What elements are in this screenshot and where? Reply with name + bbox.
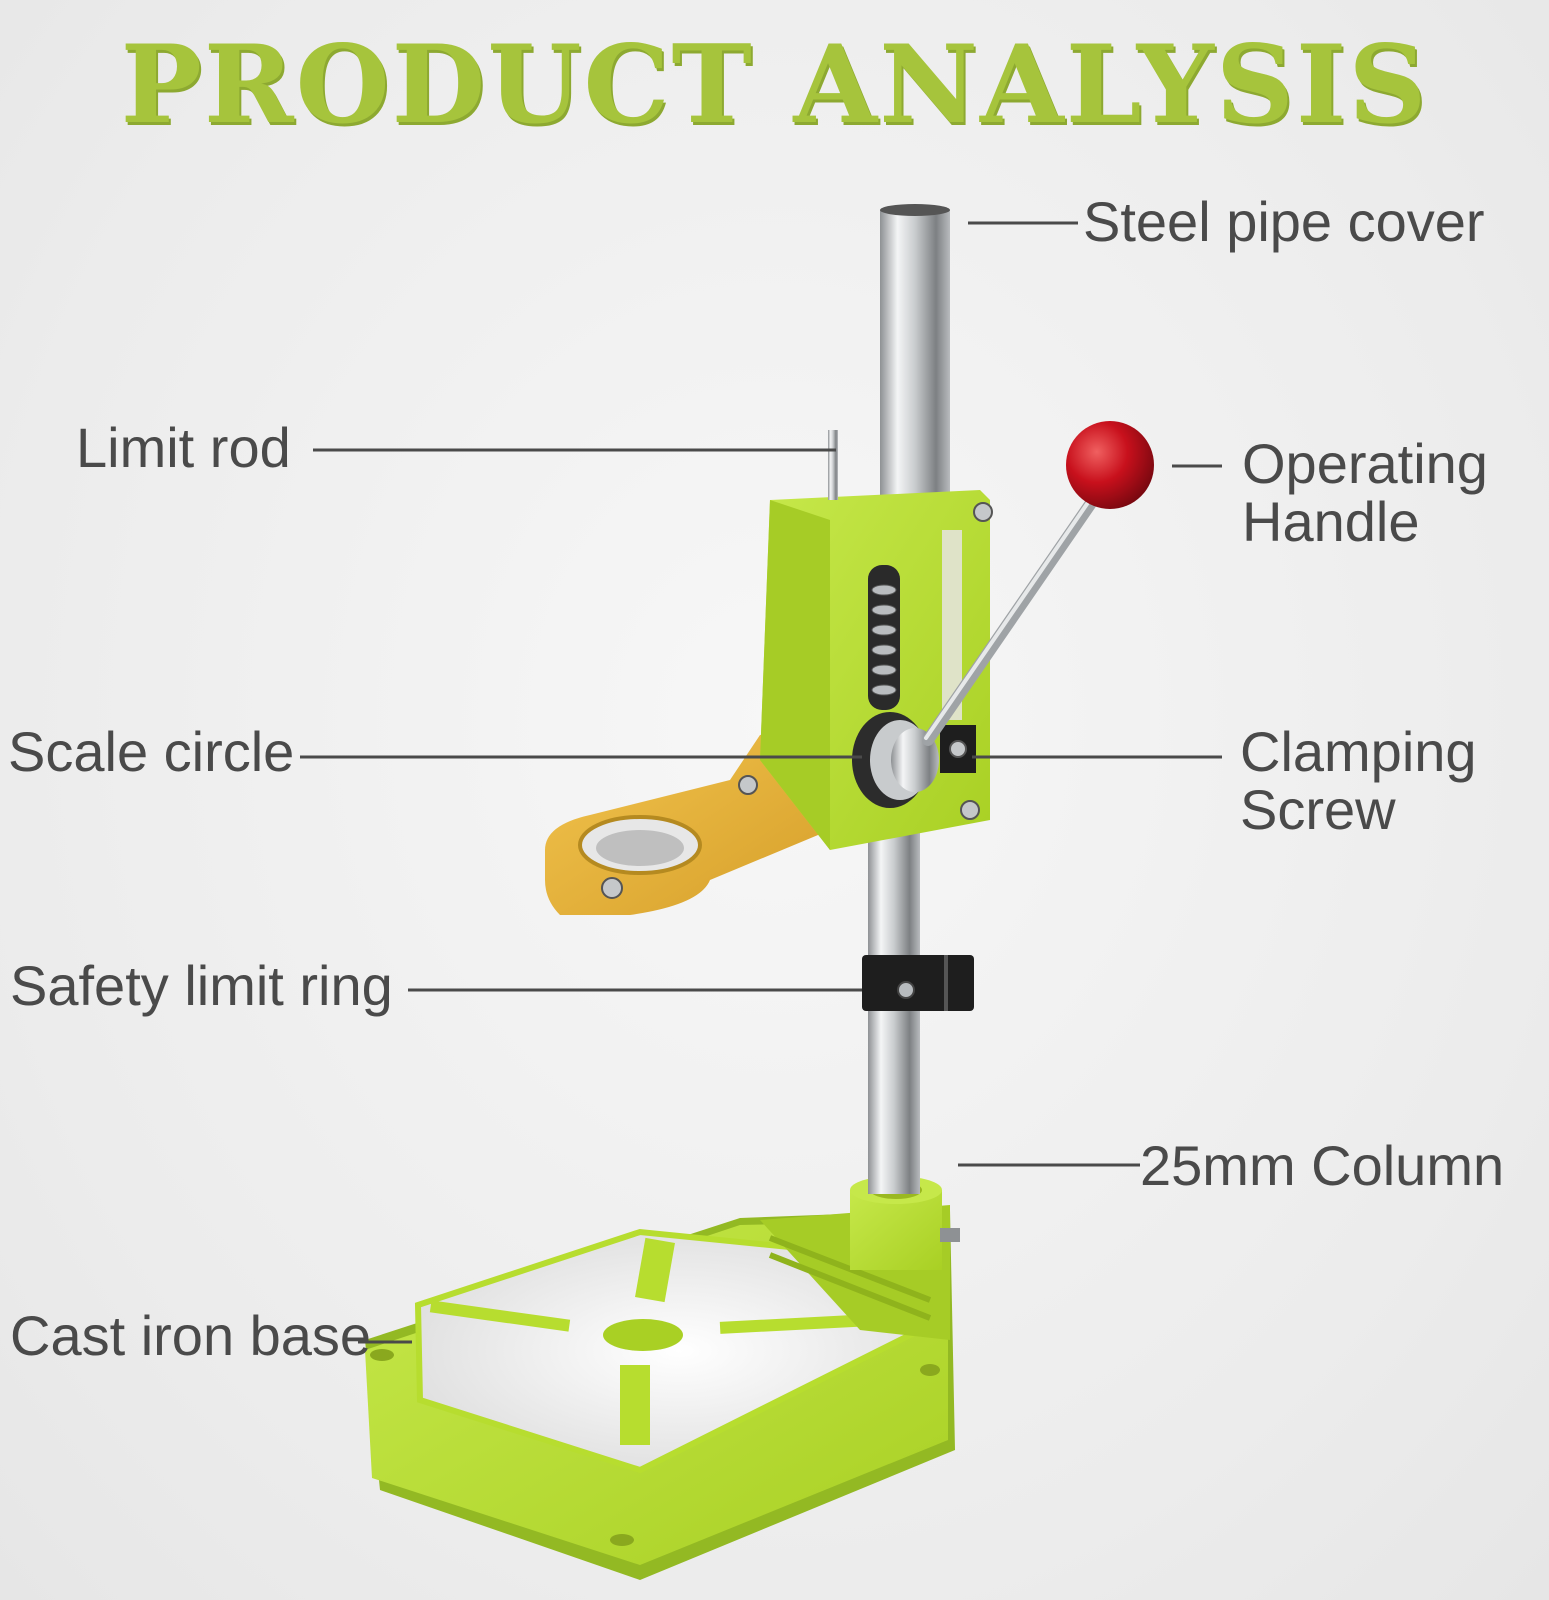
label-clamping-screw-line1: Clamping [1240,720,1477,783]
safety-limit-ring [862,955,974,1011]
page-title: PRODUCT ANALYSIS [120,22,1429,148]
label-column: 25mm Column [1140,1134,1505,1197]
leader-lines [300,221,1222,1344]
label-scale-circle: Scale circle [8,720,295,783]
label-limit-rod: Limit rod [76,416,291,479]
label-steel-pipe-cover: Steel pipe cover [1083,190,1485,253]
label-clamping-screw-line2: Screw [1240,778,1396,841]
drill-clamp-arm [545,730,830,915]
clamping-screw [940,725,976,773]
label-operating-handle-line1: Operating [1242,432,1488,495]
limit-rod [828,430,838,500]
label-cast-iron-base: Cast iron base [10,1304,372,1367]
label-operating-handle-line2: Handle [1242,490,1420,553]
label-safety-limit-ring: Safety limit ring [10,954,393,1017]
operating-handle [922,421,1154,746]
